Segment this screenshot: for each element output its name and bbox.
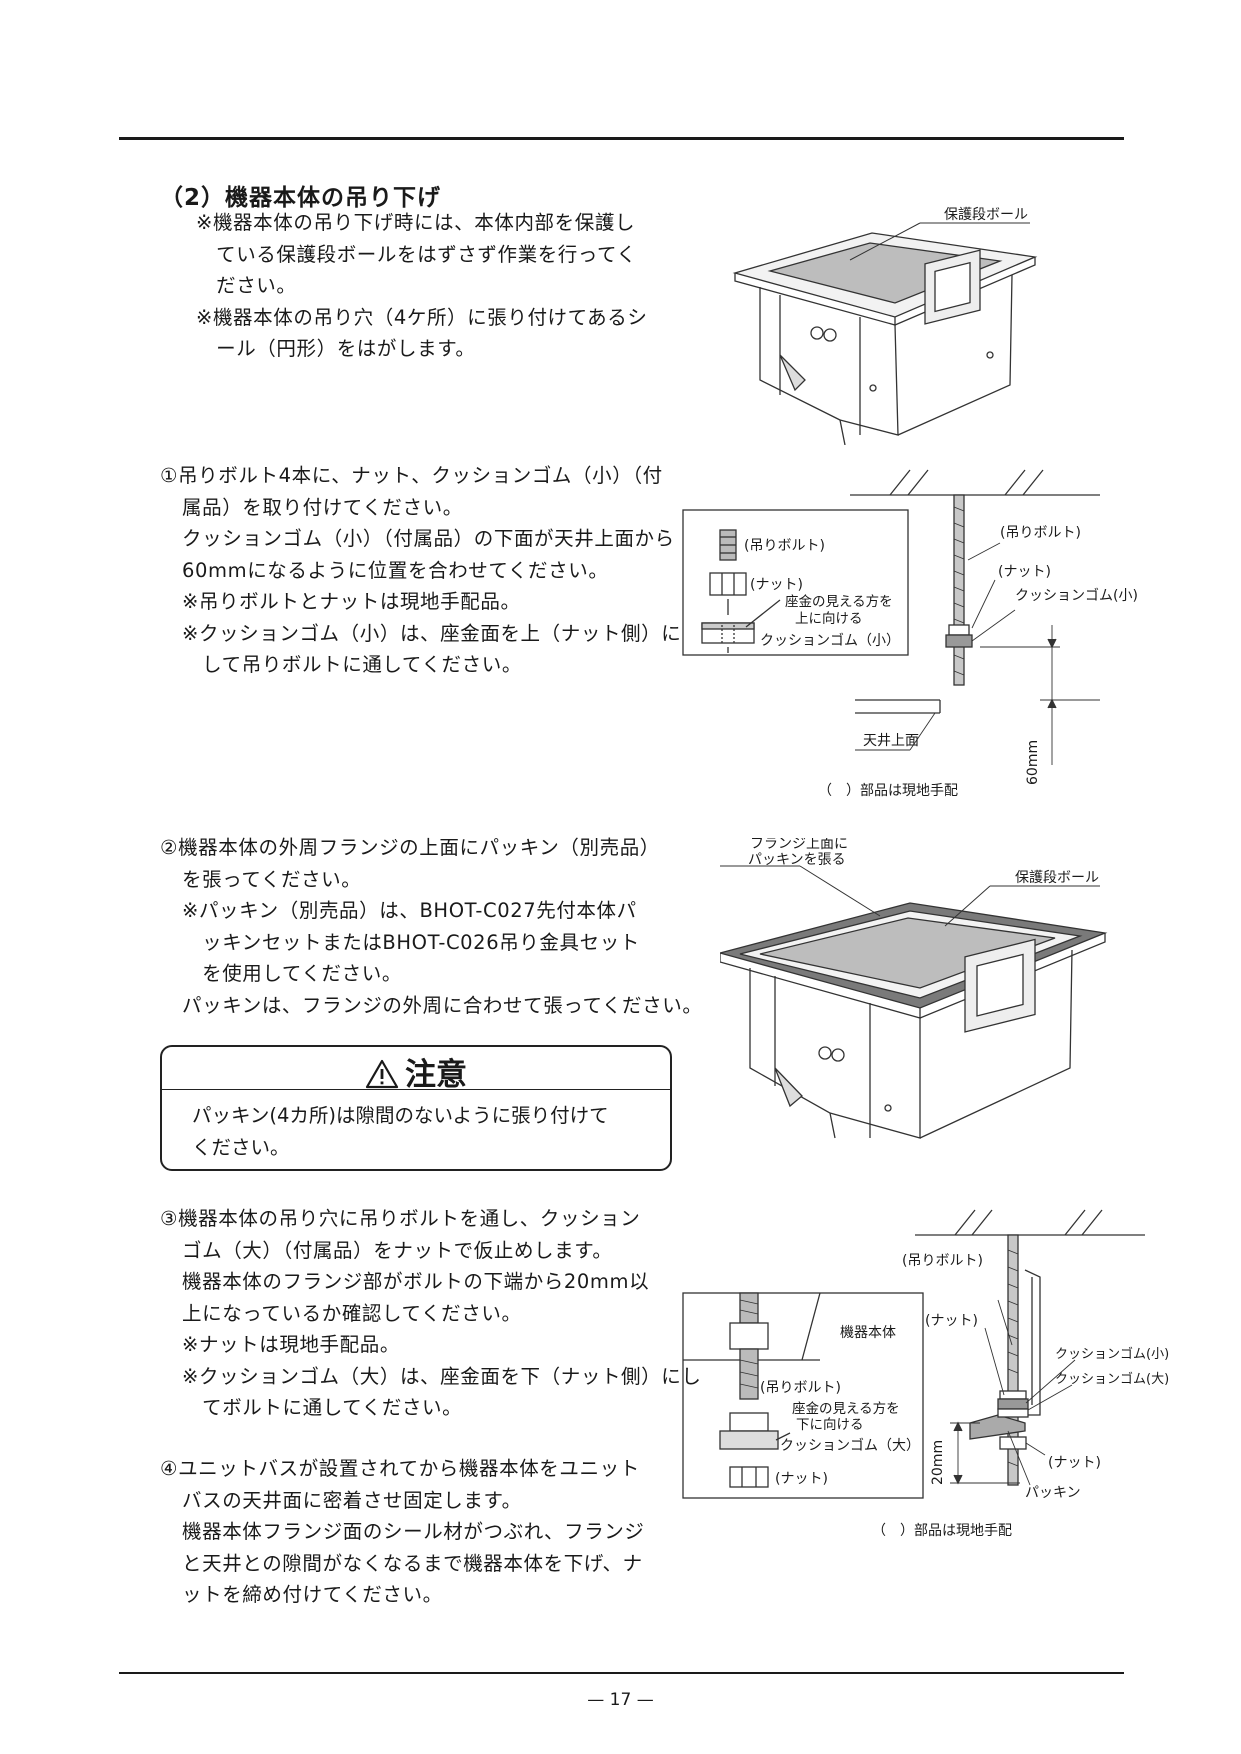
figure-unit-with-cardboard: 保護段ボール xyxy=(732,207,1038,445)
step4-line: バスの天井面に密着させ固定します。 xyxy=(182,1488,522,1512)
step2-line: ②機器本体の外周フランジの上面にパッキン（別売品） xyxy=(160,836,660,859)
label-packing-line1: フランジ上面に xyxy=(750,838,848,852)
label-local-parts: （ ）部品は現地手配 xyxy=(818,783,958,799)
step3-line: ゴム（大）（付属品）をナットで仮止めします。 xyxy=(182,1238,613,1262)
warning-triangle-icon xyxy=(365,1059,399,1089)
label-washer-line2: 上に向ける xyxy=(795,611,863,627)
intro-note-line: ださい。 xyxy=(196,274,297,297)
bottom-rule xyxy=(119,1672,1124,1674)
label-cushion: クッションゴム(小) xyxy=(1015,587,1138,604)
step3-line: ※ナットは現地手配品。 xyxy=(182,1333,400,1356)
step1-line: 60mmになるように位置を合わせてください。 xyxy=(182,558,609,582)
intro-note-line: ール（円形）をはがします。 xyxy=(196,337,476,360)
caution-heading: 注意 xyxy=(162,1049,670,1094)
step3-line: 機器本体のフランジ部がボルトの下端から20mm以 xyxy=(182,1270,650,1293)
page-number: — 17 — xyxy=(587,1690,654,1710)
section-title: （2）機器本体の吊り下げ xyxy=(160,185,442,211)
label-unit-body: 機器本体 xyxy=(840,1325,896,1341)
label-local-parts: （ ）部品は現地手配 xyxy=(872,1523,1012,1539)
top-rule xyxy=(119,137,1124,140)
step2-line: を張ってください。 xyxy=(182,867,362,891)
label-cushion-inset: クッションゴム（大） xyxy=(780,1437,920,1454)
label-dimension-60: 60mm xyxy=(1025,740,1041,785)
caution-text: パッキン(4カ所)は隙間のないように張り付けて ください。 xyxy=(192,1100,609,1164)
label-cushion-inset: クッションゴム（小） xyxy=(760,632,900,649)
step4-text: ④ユニットバスが設置されてから機器本体をユニット バスの天井面に密着させ固定しま… xyxy=(160,1453,645,1611)
intro-note-line: ている保護段ボールをはずさず作業を行ってく xyxy=(196,242,637,266)
step4-line: 機器本体フランジ面のシール材がつぶれ、フランジ xyxy=(182,1520,645,1543)
label-nut-inset: (ナット) xyxy=(750,577,803,593)
caution-line: ください。 xyxy=(192,1136,290,1159)
step4-line: ④ユニットバスが設置されてから機器本体をユニット xyxy=(160,1457,640,1480)
label-cardboard: 保護段ボール xyxy=(944,207,1028,223)
caution-line: パッキン(4カ所)は隙間のないように張り付けて xyxy=(192,1104,609,1127)
step1-line: して吊りボルトに通してください。 xyxy=(182,653,522,676)
label-bolt: (吊りボルト) xyxy=(1000,525,1081,541)
step3-text: ③機器本体の吊り穴に吊りボルトを通し、クッション ゴム（大）（付属品）をナットで… xyxy=(160,1203,701,1424)
step1-text: ①吊りボルト4本に、ナット、クッションゴム（小）（付 属品）を取り付けてください… xyxy=(160,460,681,681)
label-washer-line1: 座金の見える方を xyxy=(792,1401,900,1417)
label-cardboard: 保護段ボール xyxy=(1015,870,1099,886)
label-cushion-small: クッションゴム(小) xyxy=(1055,1346,1169,1362)
label-packing: パッキン xyxy=(1025,1485,1081,1501)
step2-line: ッキンセットまたはBHOT-C026吊り金具セット xyxy=(182,930,640,954)
figure-flange-packing: フランジ上面に パッキンを張る 保護段ボール xyxy=(720,838,1108,1139)
step3-line: ※クッションゴム（大）は、座金面を下（ナット側）にし xyxy=(182,1364,702,1388)
label-nut: (ナット) xyxy=(998,564,1051,580)
step2-text: ②機器本体の外周フランジの上面にパッキン（別売品） を張ってください。 ※パッキ… xyxy=(160,832,702,1021)
step2-line: を使用してください。 xyxy=(182,962,402,985)
label-washer-line2: 下に向ける xyxy=(796,1417,864,1433)
step1-line: ①吊りボルト4本に、ナット、クッションゴム（小）（付 xyxy=(160,464,663,487)
label-ceiling: 天井上面 xyxy=(863,733,919,749)
step1-line: ※吊りボルトとナットは現地手配品。 xyxy=(182,590,521,613)
step2-line: パッキンは、フランジの外周に合わせて張ってください。 xyxy=(182,993,703,1017)
step3-line: 上になっているか確認してください。 xyxy=(182,1301,522,1325)
figure-bolt-assembly-large: 機器本体 (吊りボルト) 座金の見える方を 下に向ける クッションゴム（大） (… xyxy=(682,1209,1169,1539)
label-nut-bottom: (ナット) xyxy=(1048,1455,1101,1471)
caution-box: 注意 パッキン(4カ所)は隙間のないように張り付けて ください。 xyxy=(160,1045,672,1171)
step1-line: ※クッションゴム（小）は、座金面を上（ナット側）に xyxy=(182,621,682,645)
intro-notes: ※機器本体の吊り下げ時には、本体内部を保護し ている保護段ボールをはずさず作業を… xyxy=(196,207,647,365)
label-nut-top: (ナット) xyxy=(925,1313,978,1329)
label-washer-line1: 座金の見える方を xyxy=(785,594,893,610)
step4-line: ットを締め付けてください。 xyxy=(182,1583,443,1606)
label-dimension-20: 20mm xyxy=(930,1440,946,1485)
label-nut-inset: (ナット) xyxy=(775,1471,828,1487)
caution-divider xyxy=(162,1089,670,1090)
intro-note-line: ※機器本体の吊り下げ時には、本体内部を保護し xyxy=(196,211,636,234)
figure-bolt-assembly-small: (吊りボルト) (ナット) 座金の見える方を 上に向ける クッションゴム（小） … xyxy=(682,469,1138,799)
step4-line: と天井との隙間がなくなるまで機器本体を下げ、ナ xyxy=(182,1551,643,1575)
label-bolt: (吊りボルト) xyxy=(902,1253,983,1269)
caution-heading-text: 注意 xyxy=(405,1057,467,1093)
step2-line: ※パッキン（別売品）は、BHOT-C027先付本体パ xyxy=(182,899,637,922)
label-bolt-inset: (吊りボルト) xyxy=(760,1380,841,1396)
step1-line: クッションゴム（小）（付属品）の下面が天井上面から xyxy=(182,527,675,550)
label-packing-line2: パッキンを張る xyxy=(748,852,846,868)
label-bolt-inset: (吊りボルト) xyxy=(744,538,825,554)
step3-line: ③機器本体の吊り穴に吊りボルトを通し、クッション xyxy=(160,1207,641,1230)
step1-line: 属品）を取り付けてください。 xyxy=(182,495,463,519)
step3-line: てボルトに通してください。 xyxy=(182,1396,463,1419)
intro-note-line: ※機器本体の吊り穴（4ケ所）に張り付けてあるシ xyxy=(196,305,648,329)
label-cushion-large: クッションゴム(大) xyxy=(1055,1371,1169,1387)
